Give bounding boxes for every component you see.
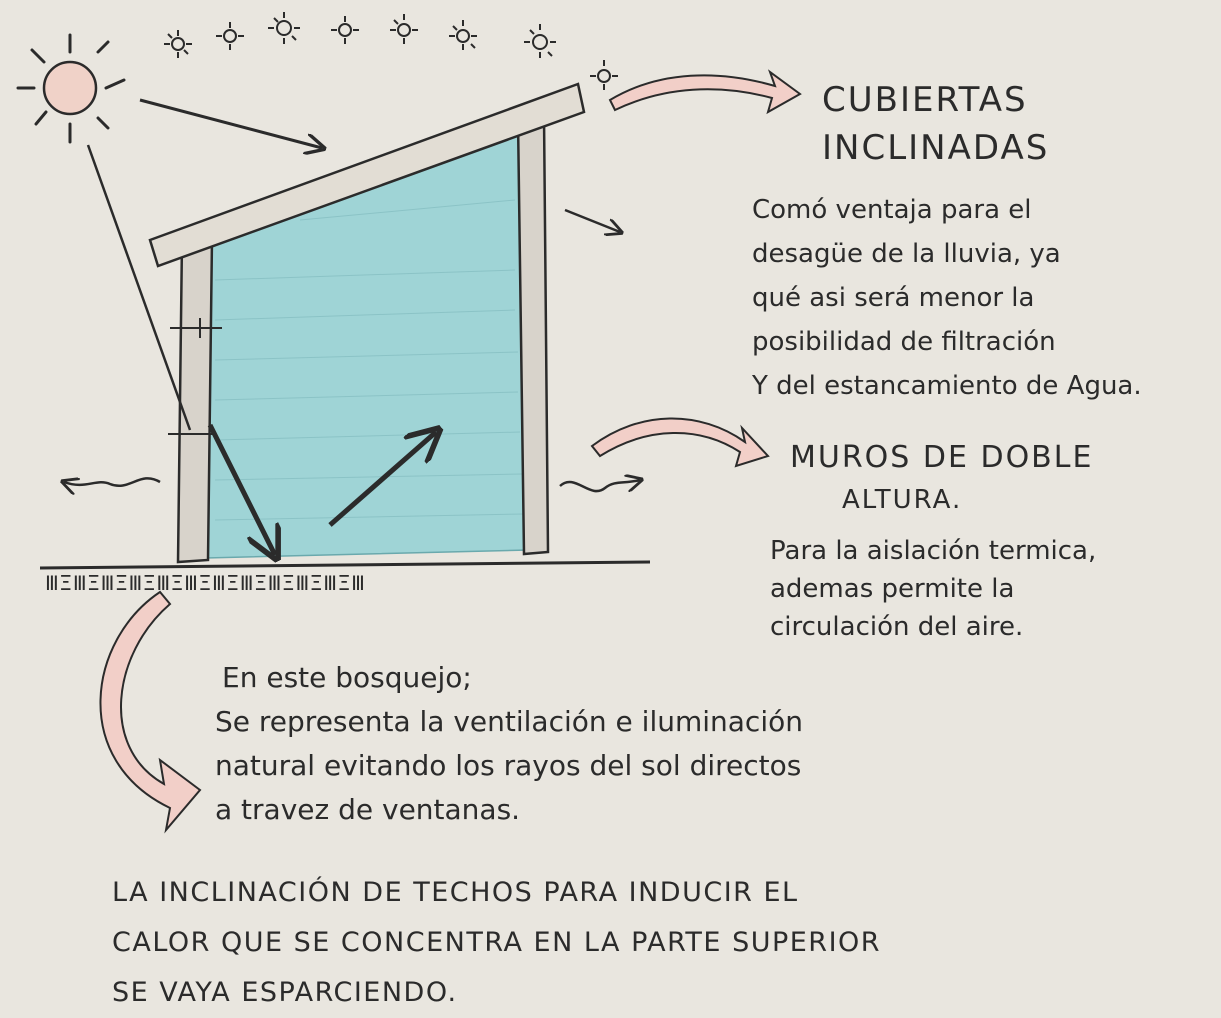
walls-title-line: MUROS DE DOBLE xyxy=(790,440,1094,475)
note-callout-arrow xyxy=(99,590,202,834)
sketch-note-body: Se representa la ventilación e iluminaci… xyxy=(215,700,803,832)
conclusion-line: SE VAYA ESPARCIENDO. xyxy=(112,977,458,1008)
ground-hatching: ⅢΞⅢΞⅢΞⅢΞⅢΞⅢΞⅢΞⅢΞⅢΞⅢΞⅢΞⅢ xyxy=(45,571,366,595)
small-sun-icon xyxy=(268,12,300,44)
conclusion-text: LA INCLINACIÓN DE TECHOS PARA INDUCIR EL… xyxy=(112,868,881,1018)
small-sun-icon xyxy=(164,30,192,58)
small-sun-icon xyxy=(449,20,477,50)
roof-description: Comó ventaja para el desagüe de la lluvi… xyxy=(752,188,1142,408)
roof-title-line: INCLINADAS xyxy=(822,128,1050,168)
glass-hatching xyxy=(214,199,525,521)
window-light-arrow xyxy=(207,423,275,555)
walls-description-line: ademas permite la xyxy=(770,574,1015,604)
small-sun-icon xyxy=(390,14,418,44)
small-suns-row xyxy=(164,12,618,90)
diffused-light-arrow xyxy=(328,432,436,527)
small-sun-icon xyxy=(331,16,359,44)
small-sun-icon xyxy=(524,24,556,58)
roof-description-line: posibilidad de filtración xyxy=(752,327,1056,357)
inclined-roof xyxy=(148,82,586,268)
right-wall xyxy=(516,114,550,556)
sketch-note-lead: En este bosquejo; xyxy=(222,661,472,694)
roof-description-line: qué asi será menor la xyxy=(752,283,1035,313)
roof-title-line: CUBIERTAS xyxy=(822,80,1028,120)
walls-title-line: ALTURA. xyxy=(842,485,963,515)
roof-description-line: Y del estancamiento de Agua. xyxy=(752,371,1142,401)
wall-ticks xyxy=(168,318,222,435)
sketch-note-line: Se representa la ventilación e iluminaci… xyxy=(215,705,803,738)
small-sun-icon xyxy=(590,60,618,90)
roof-description-line: desagüe de la lluvia, ya xyxy=(752,239,1061,269)
conclusion-line: LA INCLINACIÓN DE TECHOS PARA INDUCIR EL xyxy=(112,877,799,908)
walls-description-line: Para la aislación termica, xyxy=(770,536,1097,566)
left-wall xyxy=(176,236,214,564)
sun-icon xyxy=(16,33,126,144)
sketch-note-line: a travez de ventanas. xyxy=(215,793,521,826)
walls-callout-arrow xyxy=(590,417,770,468)
small-sun-icon xyxy=(216,22,244,50)
roof-description-line: Comó ventaja para el xyxy=(752,195,1032,225)
walls-description-line: circulación del aire. xyxy=(770,612,1024,642)
airflow-right-icon xyxy=(559,480,640,493)
airflow-left-icon xyxy=(64,477,161,485)
conclusion-line: CALOR QUE SE CONCENTRA EN LA PARTE SUPER… xyxy=(112,927,882,958)
walls-title: MUROS DE DOBLE ALTURA. xyxy=(790,440,1093,515)
walls-description: Para la aislación termica, ademas permit… xyxy=(770,532,1096,646)
sun-ray-line xyxy=(86,144,192,431)
roof-title: CUBIERTAS INCLINADAS xyxy=(822,80,1049,168)
sketch-note-line: natural evitando los rayos del sol direc… xyxy=(215,749,802,782)
sun-ray-arrow xyxy=(139,98,322,148)
outward-arrow xyxy=(564,208,620,232)
roof-callout-arrow xyxy=(608,69,802,115)
ground-line xyxy=(39,560,651,570)
